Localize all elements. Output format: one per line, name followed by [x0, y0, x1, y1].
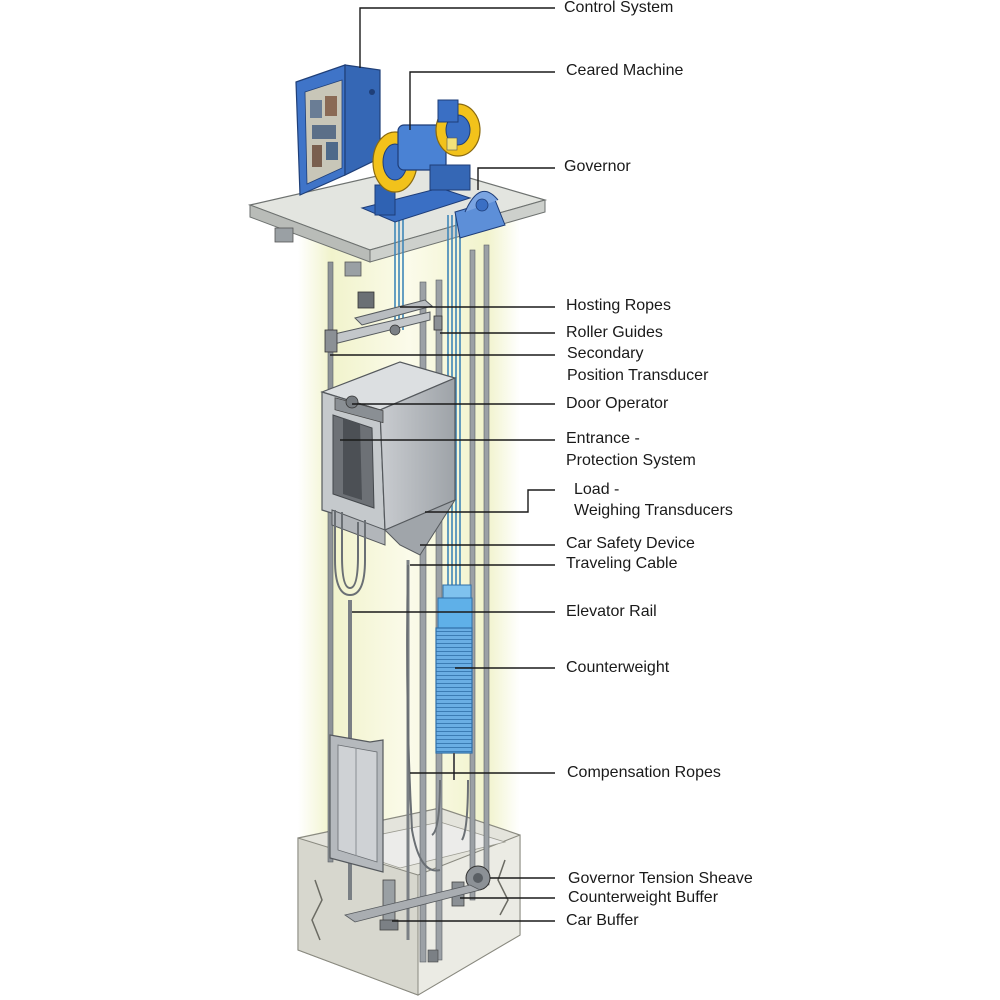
label-traveling-cable: Traveling Cable: [566, 555, 678, 572]
label-entrance-protection-line1: Entrance -: [566, 430, 640, 447]
label-roller-guides: Roller Guides: [566, 324, 663, 341]
label-secondary-transducer-line2: Position Transducer: [567, 367, 709, 384]
pit-equipment: [344, 865, 491, 963]
label-governor-tension-sheave: Governor Tension Sheave: [568, 870, 753, 887]
label-control-system: Control System: [564, 0, 674, 16]
elevator-car: [320, 361, 457, 556]
label-car-buffer: Car Buffer: [566, 912, 639, 929]
label-entrance-protection-line2: Protection System: [566, 452, 696, 469]
label-hoisting-ropes: Hosting Ropes: [566, 297, 671, 314]
label-counterweight: Counterweight: [566, 659, 670, 676]
label-counterweight-buffer: Counterweight Buffer: [568, 889, 719, 906]
label-geared-machine: Ceared Machine: [566, 62, 684, 79]
geared-machine: [360, 99, 481, 223]
governor-unit: [454, 190, 506, 239]
counterweight-assembly: [431, 584, 473, 841]
label-elevator-rail: Elevator Rail: [566, 603, 657, 620]
label-load-weighing-line2: Weighing Transducers: [574, 502, 733, 519]
label-door-operator: Door Operator: [566, 395, 669, 412]
control-cabinet: [295, 64, 381, 196]
leader-lines: [330, 7, 555, 922]
traveling-cable-loop: [334, 510, 441, 872]
label-secondary-transducer-line1: Secondary: [567, 345, 644, 362]
label-load-weighing-line1: Load -: [574, 481, 620, 498]
label-governor: Governor: [564, 158, 631, 175]
landing-door: [329, 734, 384, 873]
label-car-safety-device: Car Safety Device: [566, 535, 695, 552]
car-frame: [324, 291, 443, 353]
label-compensation-ropes: Compensation Ropes: [567, 764, 721, 781]
